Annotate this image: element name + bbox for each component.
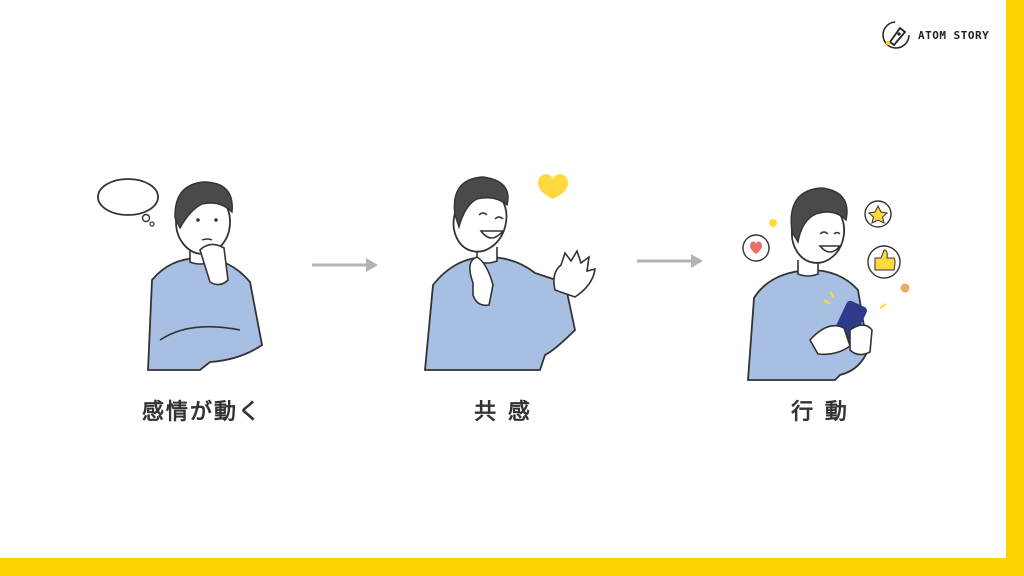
thought-bubble-icon <box>97 178 159 227</box>
dot-icon <box>769 219 777 227</box>
brand-name: ATOM STORY <box>918 28 990 42</box>
frame-right-bar <box>1006 0 1024 576</box>
frame-bottom-bar <box>0 558 1024 576</box>
man-with-phone-illustration <box>742 187 910 381</box>
dot-icon <box>900 283 910 293</box>
star-reaction-icon <box>864 200 892 228</box>
heart-reaction-icon <box>742 234 770 262</box>
thinking-man-illustration <box>97 178 263 371</box>
arrow-right-icon <box>312 258 378 272</box>
step-label-action: 行 動 <box>791 400 849 425</box>
arrow-right-icon <box>637 254 703 268</box>
step-label-empathy: 共 感 <box>474 400 532 425</box>
pen-nib-icon <box>882 21 910 49</box>
thumbs-up-reaction-icon <box>867 245 901 279</box>
laughing-man-illustration <box>424 174 596 371</box>
heart-icon <box>538 174 568 199</box>
brand-logo: ATOM STORY <box>880 18 1000 52</box>
step-label-emotion-moves: 感情が動く <box>141 400 262 425</box>
